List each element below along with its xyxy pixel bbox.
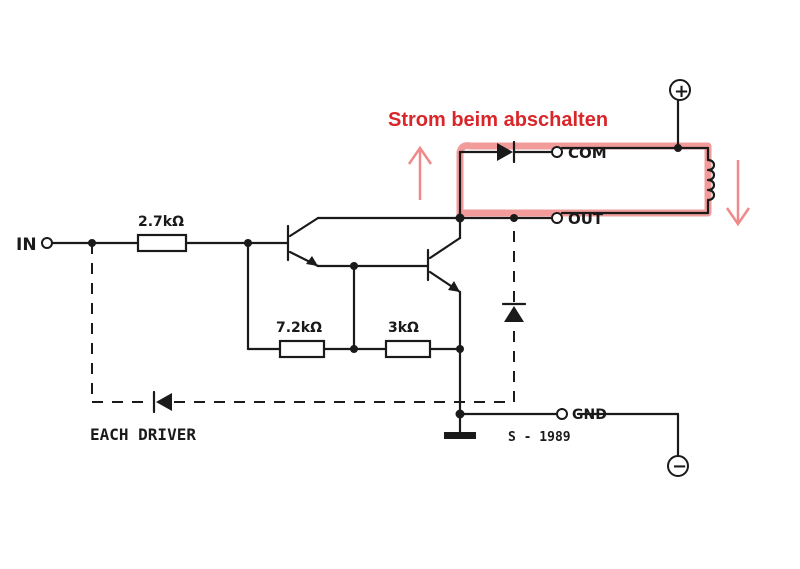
annotation-title: Strom beim abschalten <box>388 109 608 131</box>
in-label: IN <box>16 235 37 255</box>
minus-label: − <box>672 456 687 477</box>
in-terminal <box>41 237 53 249</box>
arrow-up-icon <box>407 145 433 200</box>
resistor-input <box>136 233 188 253</box>
junction-out-diode <box>510 214 518 222</box>
plus-label: + <box>674 81 689 102</box>
junction-mid <box>350 345 358 353</box>
resistor-emitter <box>384 339 432 359</box>
diode-out-clamp <box>501 302 527 322</box>
each-driver-label: EACH DRIVER <box>90 425 196 444</box>
arrow-down-icon <box>725 160 751 227</box>
plus-terminal <box>669 79 691 101</box>
com-terminal <box>551 146 563 158</box>
resistor-emitter-label: 3kΩ <box>388 320 419 336</box>
junction-emitter-r <box>456 345 464 353</box>
ground-symbol <box>444 432 476 439</box>
stamp-label: S - 1989 <box>508 430 571 445</box>
out-terminal <box>551 212 563 224</box>
diode-each-driver <box>152 390 172 414</box>
minus-terminal <box>667 455 689 477</box>
resistor-input-label: 2.7kΩ <box>138 214 184 230</box>
com-label: COM <box>568 144 607 162</box>
out-label: OUT <box>568 210 604 228</box>
resistor-base-label: 7.2kΩ <box>276 320 322 336</box>
transistor-q2 <box>426 236 462 294</box>
transistor-q1 <box>286 216 320 268</box>
resistor-base <box>278 339 326 359</box>
gnd-terminal <box>556 408 568 420</box>
load-coil <box>706 146 716 215</box>
